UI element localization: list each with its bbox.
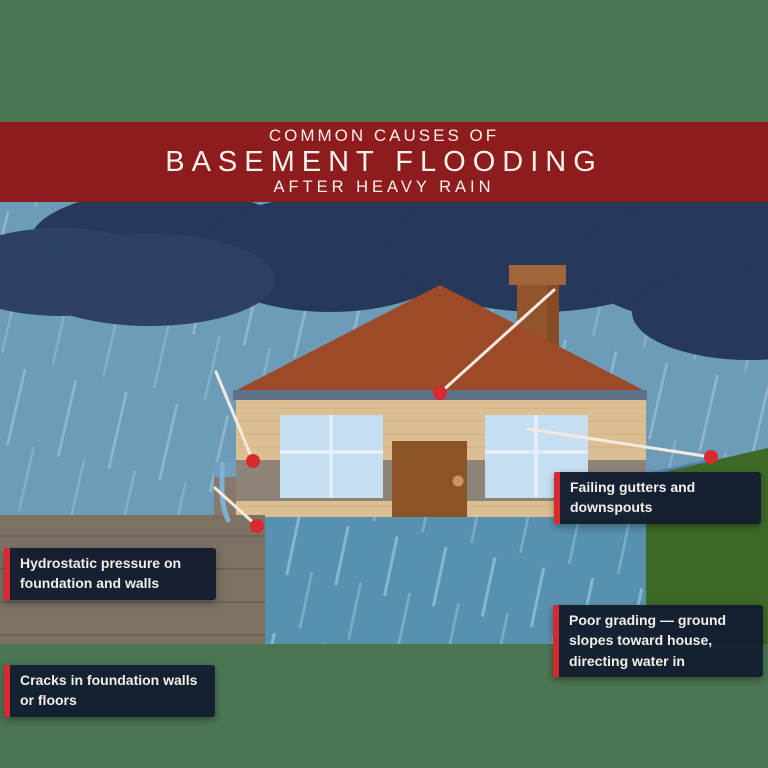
title-banner: COMMON CAUSES OF BASEMENT FLOODING AFTER… (0, 122, 768, 202)
callout-foundation-cracks: Cracks in foundation walls or floors (4, 665, 215, 717)
callout-failing-gutters: Failing gutters and downspouts (554, 472, 761, 524)
callout-accent-bar (4, 665, 10, 717)
chimney-cap (509, 265, 566, 285)
scene-art (0, 202, 768, 644)
pooling-water (214, 462, 236, 477)
callout-accent-bar (554, 472, 560, 524)
storm-clouds (0, 202, 768, 360)
title-subtitle: AFTER HEAVY RAIN (273, 178, 495, 197)
gutter-line (233, 390, 647, 400)
window-left (280, 415, 383, 498)
callout-text: Poor grading — ground slopes toward hous… (569, 612, 727, 669)
callout-text: Cracks in foundation walls or floors (20, 672, 198, 709)
door-knob (452, 475, 464, 487)
callout-text: Failing gutters and downspouts (570, 479, 696, 516)
callout-poor-grading: Poor grading — ground slopes toward hous… (553, 605, 763, 677)
cloud-shape (25, 234, 275, 326)
callout-text: Hydrostatic pressure on foundation and w… (20, 555, 182, 592)
scene: Failing gutters and downspouts Hydrostat… (0, 202, 768, 717)
callout-accent-bar (553, 605, 559, 677)
callout-accent-bar (4, 548, 10, 600)
callout-hydrostatic-pressure: Hydrostatic pressure on foundation and w… (4, 548, 216, 600)
title-kicker: COMMON CAUSES OF (268, 125, 500, 145)
page-title: BASEMENT FLOODING (165, 145, 603, 178)
cloud-shape (632, 264, 768, 360)
